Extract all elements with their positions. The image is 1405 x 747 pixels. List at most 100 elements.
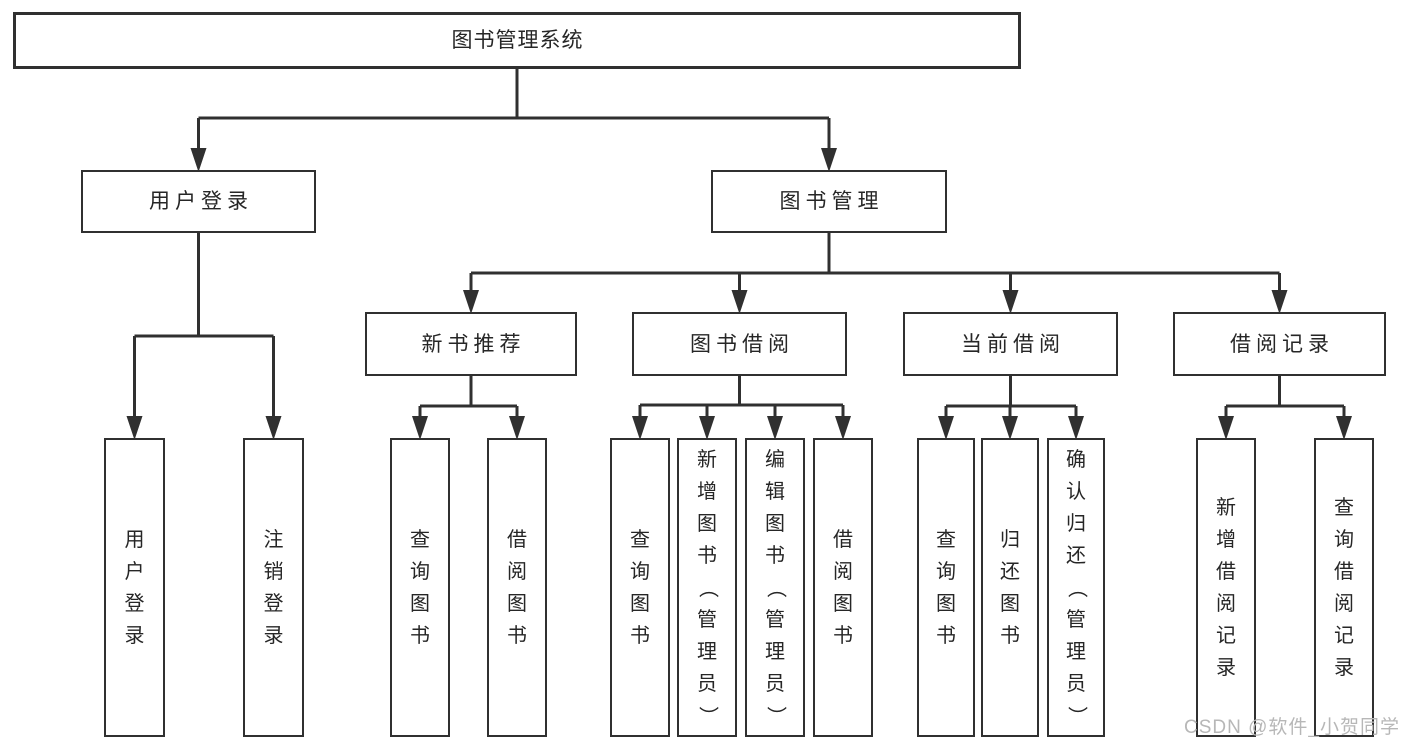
vertical-char: 书 [410, 624, 430, 647]
node-leaf-confirm-return: 确认归还（管理员） [1047, 438, 1105, 737]
node-label: 当前借阅 [961, 332, 1065, 356]
vertical-char: 借 [1334, 560, 1354, 583]
node-leaf-add-book: 新增图书（管理员） [677, 438, 737, 737]
connector-current-borrow [944, 375, 1078, 424]
vertical-char: 增 [1216, 528, 1236, 551]
node-leaf-user-login: 用户登录 [104, 438, 165, 737]
arrowhead-icon [509, 416, 525, 440]
vertical-char: 查 [410, 528, 430, 551]
node-label: 新书推荐 [421, 332, 526, 356]
vertical-char: 查 [936, 528, 956, 551]
node-label: 图书管理系统 [451, 29, 584, 52]
vertical-char: 图 [630, 592, 650, 615]
vertical-char: 录 [1216, 656, 1236, 679]
vertical-char: 录 [263, 624, 284, 647]
vertical-char: 图 [410, 592, 430, 615]
vertical-char: 还 [1066, 544, 1086, 567]
node-label: 编辑图书（管理员） [747, 440, 803, 735]
connector-book-mgmt [469, 232, 1281, 298]
vertical-char: 管 [1066, 608, 1086, 631]
vertical-char: 编 [765, 448, 785, 471]
node-label: 新增借阅记录 [1198, 440, 1254, 735]
vertical-char: 管 [765, 608, 785, 631]
vertical-char: 员 [1066, 672, 1086, 695]
node-root: 图书管理系统 [13, 12, 1021, 69]
vertical-char: 记 [1216, 624, 1236, 647]
vertical-char: 阅 [1334, 592, 1354, 615]
vertical-char: 查 [630, 528, 650, 551]
arrowhead-icon [767, 416, 783, 440]
node-label: 查询图书 [919, 440, 973, 735]
vertical-char: 书 [936, 624, 956, 647]
vertical-char: （ [764, 577, 786, 598]
node-leaf-borrow-book-1: 借阅图书 [487, 438, 547, 737]
node-label: 查询图书 [612, 440, 668, 735]
node-label: 归还图书 [983, 440, 1037, 735]
arrowhead-icon [412, 416, 428, 440]
node-label: 借阅图书 [489, 440, 545, 735]
vertical-char: 图 [507, 592, 527, 615]
arrowhead-icon [821, 148, 837, 172]
vertical-char: 借 [833, 528, 853, 551]
arrowhead-icon [1002, 416, 1018, 440]
node-label: 借阅图书 [815, 440, 871, 735]
vertical-char: 新 [697, 448, 717, 471]
vertical-char: 理 [697, 640, 717, 663]
vertical-char: 户 [124, 560, 145, 583]
arrowhead-icon [731, 290, 748, 314]
node-label: 注销登录 [245, 440, 302, 735]
node-leaf-logout: 注销登录 [243, 438, 304, 737]
vertical-char: 销 [263, 560, 284, 583]
arrowhead-icon [699, 416, 715, 440]
vertical-char: 询 [936, 560, 956, 583]
arrowhead-icon [463, 290, 479, 314]
arrowhead-icon [265, 416, 282, 440]
vertical-char: 员 [765, 672, 785, 695]
vertical-char: 图 [697, 512, 717, 535]
vertical-char: 记 [1334, 624, 1354, 647]
node-label: 用户登录 [149, 190, 253, 213]
vertical-char: 书 [765, 544, 785, 567]
node-leaf-return-book: 归还图书 [981, 438, 1039, 737]
arrowhead-icon [126, 416, 143, 440]
arrowhead-icon [1068, 416, 1084, 440]
vertical-char: 注 [263, 528, 284, 551]
vertical-char: 询 [630, 560, 650, 583]
vertical-char: 还 [1000, 560, 1020, 583]
node-leaf-borrow-book-2: 借阅图书 [813, 438, 873, 737]
arrowhead-icon [1271, 290, 1288, 314]
vertical-char: 阅 [507, 560, 527, 583]
vertical-char: 图 [765, 512, 785, 535]
vertical-char: 阅 [833, 560, 853, 583]
vertical-char: 借 [1216, 560, 1236, 583]
vertical-char: 查 [1334, 496, 1354, 519]
node-label: 图书借阅 [690, 332, 794, 356]
node-user-login: 用户登录 [81, 170, 316, 233]
vertical-char: 书 [697, 544, 717, 567]
node-book-borrow: 图书借阅 [632, 312, 847, 376]
vertical-char: ） [1065, 705, 1087, 726]
node-label: 查询图书 [392, 440, 448, 735]
node-leaf-query-book-3: 查询图书 [917, 438, 975, 737]
vertical-char: 图 [1000, 592, 1020, 615]
node-label: 查询借阅记录 [1316, 440, 1372, 735]
vertical-char: 录 [124, 624, 145, 647]
vertical-char: 辑 [765, 480, 785, 503]
vertical-char: 理 [1066, 640, 1086, 663]
vertical-char: 管 [697, 608, 717, 631]
vertical-char: 询 [1334, 528, 1354, 551]
vertical-char: 录 [1334, 656, 1354, 679]
node-label: 图书管理 [779, 190, 884, 213]
node-leaf-edit-book: 编辑图书（管理员） [745, 438, 805, 737]
node-current-borrow: 当前借阅 [903, 312, 1118, 376]
connector-root [197, 68, 831, 156]
arrowhead-icon [938, 416, 954, 440]
vertical-char: 图 [833, 592, 853, 615]
node-label: 借阅记录 [1230, 332, 1334, 356]
vertical-char: 登 [124, 592, 145, 615]
vertical-char: 认 [1066, 480, 1086, 503]
vertical-char: （ [696, 577, 718, 598]
vertical-char: 阅 [1216, 592, 1236, 615]
vertical-char: 询 [410, 560, 430, 583]
watermark: CSDN @软件_小贺同学 [1184, 717, 1400, 738]
